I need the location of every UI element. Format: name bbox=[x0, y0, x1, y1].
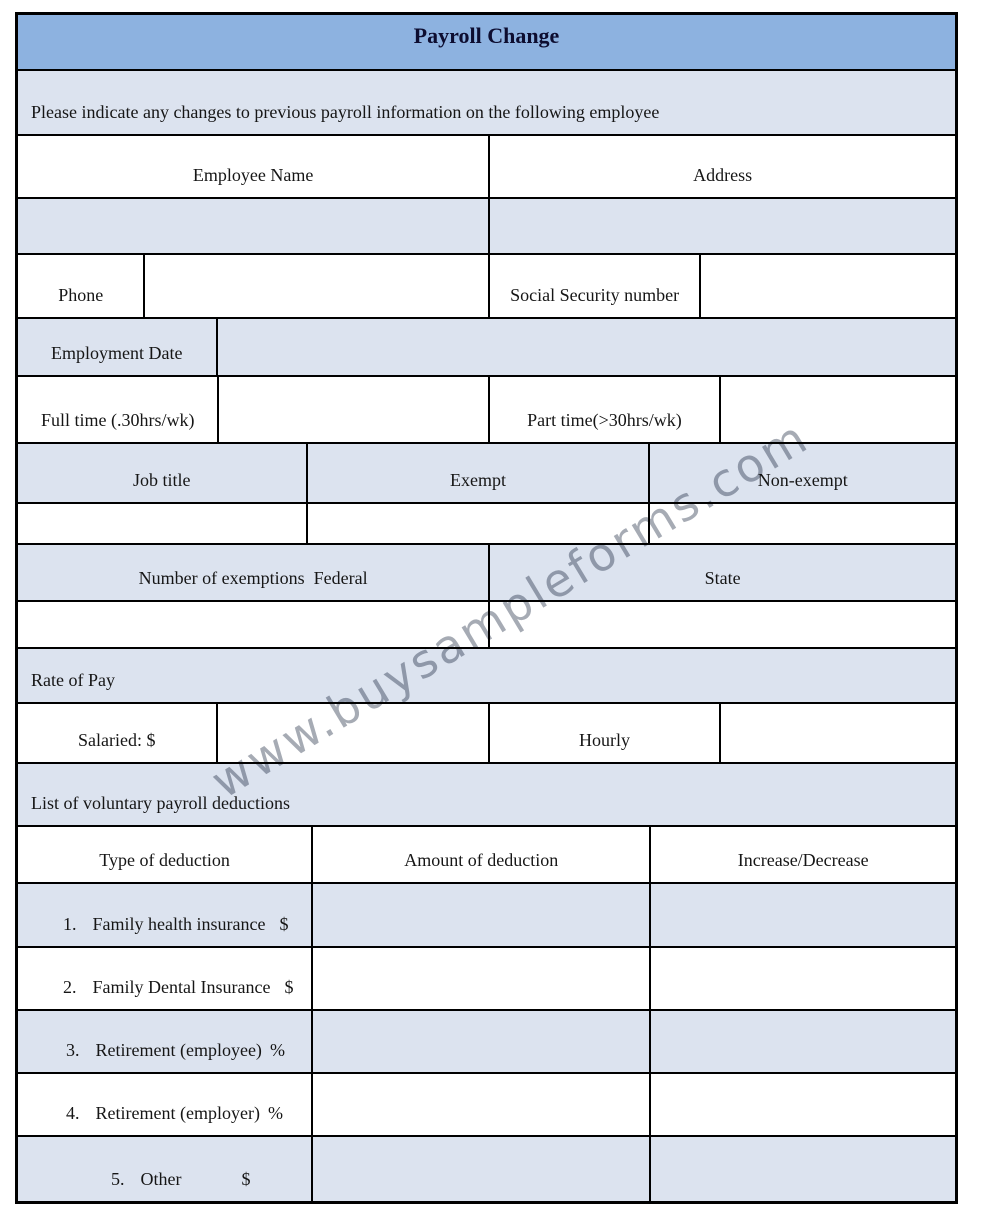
deduction-row-4: 4. Retirement (employer) % bbox=[18, 1074, 955, 1137]
job-title-input-cell[interactable] bbox=[18, 504, 308, 543]
deduction-5-unit: $ bbox=[241, 1169, 251, 1190]
non-exempt-label: Non-exempt bbox=[757, 470, 848, 491]
deduction-row-3: 3. Retirement (employee) % bbox=[18, 1011, 955, 1074]
part-time-label: Part time(>30hrs/wk) bbox=[490, 377, 721, 442]
deduction-row-5: 5. Other $ bbox=[18, 1137, 955, 1201]
deduction-2-label: 2. Family Dental Insurance $ bbox=[18, 948, 314, 1009]
exempt-label: Exempt bbox=[308, 444, 651, 502]
full-time-label: Full time (.30hrs/wk) bbox=[18, 377, 220, 442]
deduction-5-text: Other bbox=[140, 1169, 182, 1190]
salaried-label: Salaried: $ bbox=[18, 704, 218, 762]
address-input-cell[interactable] bbox=[490, 199, 955, 253]
deduction-row-1: 1. Family health insurance $ bbox=[18, 884, 955, 948]
form-title-row: Payroll Change bbox=[18, 15, 955, 71]
deduction-4-number: 4. bbox=[66, 1103, 80, 1124]
hourly-label: Hourly bbox=[490, 704, 721, 762]
job-title-label: Job title bbox=[18, 444, 308, 502]
salaried-input-cell[interactable] bbox=[218, 704, 491, 762]
col-increase-decrease: Increase/Decrease bbox=[737, 850, 869, 871]
deduction-5-change-cell[interactable] bbox=[651, 1137, 955, 1201]
fulltime-parttime-row: Full time (.30hrs/wk) Part time(>30hrs/w… bbox=[18, 377, 955, 444]
deduction-2-unit: $ bbox=[284, 977, 294, 998]
exemptions-federal-input-cell[interactable] bbox=[18, 602, 491, 647]
employment-date-label: Employment Date bbox=[18, 319, 218, 375]
exemptions-label-row: Number of exemptions Federal State bbox=[18, 545, 955, 602]
deduction-3-label: 3. Retirement (employee) % bbox=[18, 1011, 314, 1072]
col-type-of-deduction: Type of deduction bbox=[18, 827, 314, 882]
deduction-2-change-cell[interactable] bbox=[651, 948, 955, 1009]
jobtitle-exempt-input-row bbox=[18, 504, 955, 545]
part-time-input-cell[interactable] bbox=[721, 377, 955, 442]
deductions-heading-row: List of voluntary payroll deductions bbox=[18, 764, 955, 827]
name-address-input-row bbox=[18, 199, 955, 255]
employment-date-input-cell[interactable] bbox=[218, 319, 955, 375]
salaried-hourly-row: Salaried: $ Hourly bbox=[18, 704, 955, 764]
deduction-4-amount-cell[interactable] bbox=[313, 1074, 652, 1135]
social-security-input-cell[interactable] bbox=[701, 255, 955, 317]
intro-text: Please indicate any changes to previous … bbox=[31, 102, 660, 123]
deduction-4-text: Retirement (employer) bbox=[95, 1103, 260, 1124]
deductions-header-row: Type of deduction Amount of deduction In… bbox=[18, 827, 955, 884]
deduction-1-label: 1. Family health insurance $ bbox=[18, 884, 314, 946]
deduction-3-change-cell[interactable] bbox=[651, 1011, 955, 1072]
exemptions-input-row bbox=[18, 602, 955, 649]
phone-label: Phone bbox=[18, 255, 146, 317]
form-title: Payroll Change bbox=[413, 23, 560, 48]
state-input-cell[interactable] bbox=[490, 602, 955, 647]
jobtitle-exempt-label-row: Job title Exempt Non-exempt bbox=[18, 444, 955, 504]
rate-of-pay-row: Rate of Pay bbox=[18, 649, 955, 704]
deduction-5-label: 5. Other $ bbox=[18, 1137, 314, 1201]
full-time-input-cell[interactable] bbox=[219, 377, 491, 442]
deduction-2-number: 2. bbox=[63, 977, 77, 998]
deduction-5-amount-cell[interactable] bbox=[313, 1137, 652, 1201]
deduction-4-label: 4. Retirement (employer) % bbox=[18, 1074, 314, 1135]
phone-ssn-row: Phone Social Security number bbox=[18, 255, 955, 319]
address-label: Address bbox=[693, 165, 753, 186]
employee-name-label: Employee Name bbox=[18, 136, 491, 197]
deduction-3-unit: % bbox=[269, 1040, 285, 1061]
exemptions-federal-label: Number of exemptions Federal bbox=[18, 545, 491, 600]
non-exempt-input-cell[interactable] bbox=[650, 504, 955, 543]
phone-input-cell[interactable] bbox=[145, 255, 491, 317]
deduction-3-text: Retirement (employee) bbox=[95, 1040, 262, 1061]
state-label: State bbox=[704, 568, 741, 589]
social-security-label: Social Security number bbox=[490, 255, 702, 317]
col-amount-of-deduction: Amount of deduction bbox=[313, 827, 652, 882]
payroll-change-form: Payroll Change Please indicate any chang… bbox=[15, 12, 958, 1204]
deduction-4-change-cell[interactable] bbox=[651, 1074, 955, 1135]
hourly-input-cell[interactable] bbox=[721, 704, 955, 762]
deduction-1-text: Family health insurance bbox=[92, 914, 266, 935]
intro-row: Please indicate any changes to previous … bbox=[18, 71, 955, 136]
deduction-1-amount-cell[interactable] bbox=[313, 884, 652, 946]
name-address-label-row: Employee Name Address bbox=[18, 136, 955, 199]
rate-of-pay-label: Rate of Pay bbox=[31, 670, 115, 691]
deduction-1-number: 1. bbox=[63, 914, 77, 935]
exempt-input-cell[interactable] bbox=[308, 504, 651, 543]
deduction-4-unit: % bbox=[267, 1103, 283, 1124]
employee-name-input-cell[interactable] bbox=[18, 199, 491, 253]
deduction-2-text: Family Dental Insurance bbox=[92, 977, 271, 998]
employment-date-row: Employment Date bbox=[18, 319, 955, 377]
deduction-3-amount-cell[interactable] bbox=[313, 1011, 652, 1072]
deduction-1-unit: $ bbox=[279, 914, 289, 935]
deduction-5-number: 5. bbox=[111, 1169, 125, 1190]
deduction-1-change-cell[interactable] bbox=[651, 884, 955, 946]
deductions-heading: List of voluntary payroll deductions bbox=[31, 793, 290, 814]
deduction-3-number: 3. bbox=[66, 1040, 80, 1061]
deduction-2-amount-cell[interactable] bbox=[313, 948, 652, 1009]
deduction-row-2: 2. Family Dental Insurance $ bbox=[18, 948, 955, 1011]
